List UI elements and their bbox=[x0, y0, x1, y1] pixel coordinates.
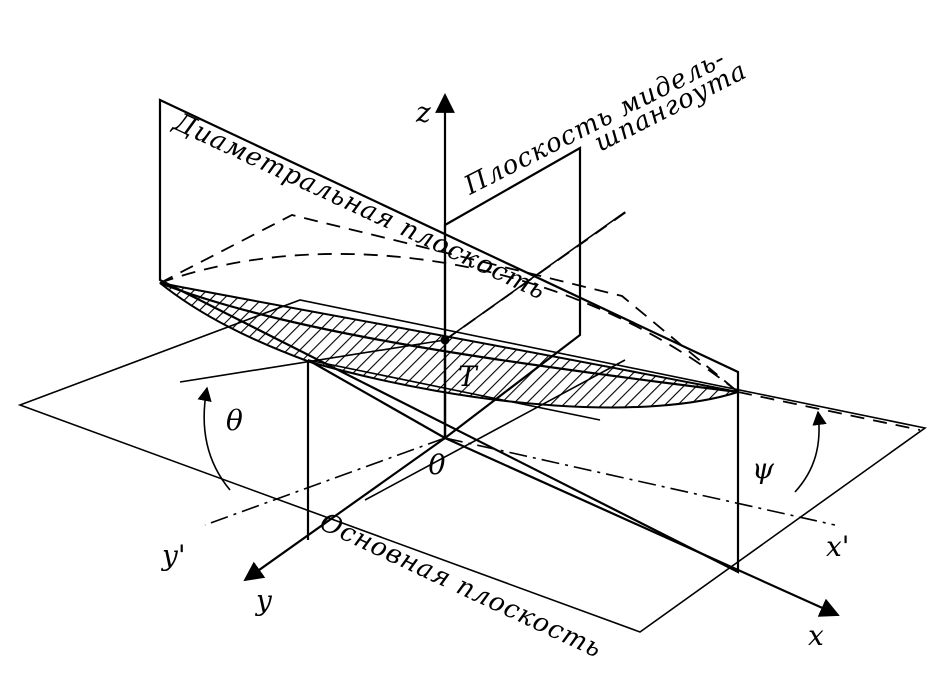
label-diametral-plane: Диаметральная плоскость bbox=[168, 107, 550, 307]
midship-plane-cross-edge bbox=[307, 359, 446, 439]
label-axis-x-prime: x' bbox=[826, 530, 850, 563]
axis-x-prime bbox=[444, 437, 836, 526]
label-midship-plane-line1: Плоскость мидель- bbox=[459, 43, 731, 201]
inclined-waterline-front bbox=[364, 359, 626, 501]
hidden-contour-upper bbox=[159, 214, 739, 393]
cross-line-mid bbox=[307, 359, 601, 421]
theta-arc bbox=[197, 386, 231, 491]
diametral-plane bbox=[158, 98, 740, 574]
label-axis-z: z bbox=[415, 96, 431, 129]
label-axis-x: x bbox=[808, 619, 824, 652]
axis-y-prime bbox=[204, 437, 446, 526]
label-axis-y: y bbox=[254, 584, 273, 617]
label-theta: θ bbox=[226, 404, 243, 437]
hidden-contour-arc bbox=[159, 253, 739, 393]
axis-y bbox=[243, 437, 446, 582]
label-base-plane: Основная плоскость bbox=[315, 507, 607, 664]
inclined-waterline-right bbox=[444, 211, 626, 341]
waterplane-upper-curve bbox=[159, 281, 739, 394]
hidden-contour-extension bbox=[737, 391, 921, 431]
point-T-dot bbox=[440, 335, 450, 345]
base-plane bbox=[17, 299, 927, 633]
axis-x bbox=[444, 436, 840, 617]
psi-arc bbox=[794, 410, 827, 493]
label-origin: 0 bbox=[428, 448, 446, 481]
label-axis-y-prime: y' bbox=[160, 539, 186, 572]
label-psi: ψ bbox=[752, 452, 775, 485]
label-point-T: T bbox=[458, 360, 479, 393]
